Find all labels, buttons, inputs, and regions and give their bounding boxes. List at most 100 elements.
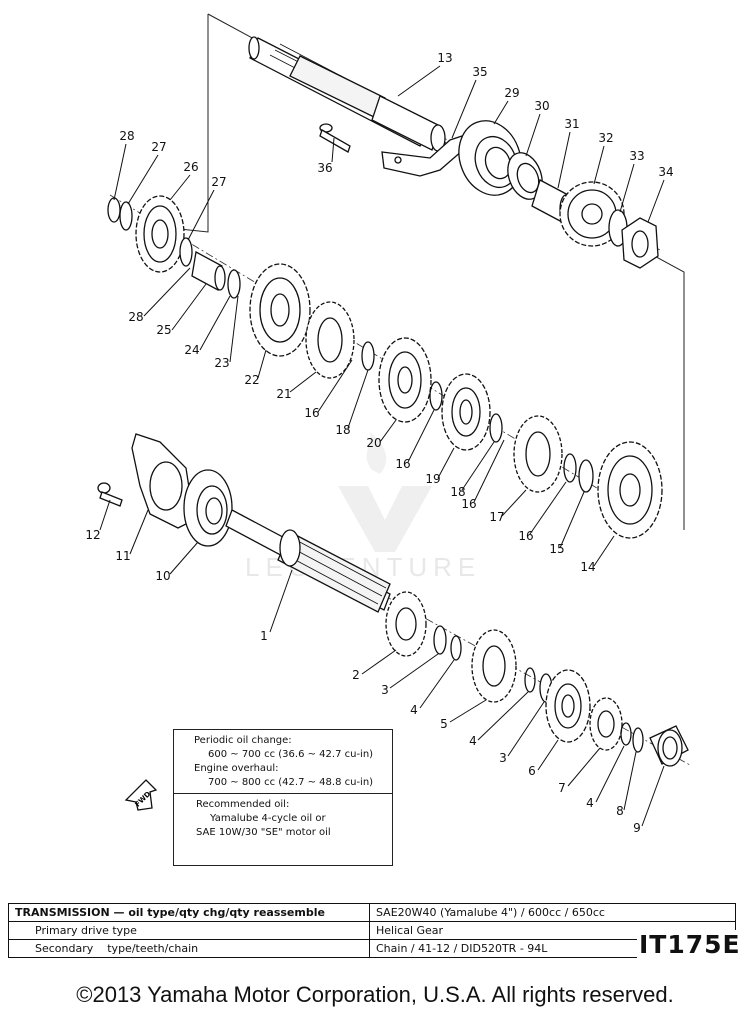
- circlip-16b: [563, 453, 577, 483]
- sprocket-32: [559, 181, 625, 247]
- callout-25: 25: [156, 323, 171, 337]
- washer-18: [361, 341, 375, 371]
- callout-9: 9: [633, 821, 641, 835]
- engine-overhaul-label: Engine overhaul:: [194, 763, 279, 774]
- callout-18: 18: [335, 423, 350, 437]
- callout-2: 2: [352, 668, 360, 682]
- fwd-arrow-icon: FWD: [124, 779, 158, 811]
- spec-label: TRANSMISSION — oil type/qty chg/qty reas…: [8, 903, 370, 922]
- bolt-36: [319, 123, 351, 153]
- callout-5: 5: [440, 717, 448, 731]
- callout-14: 14: [580, 560, 595, 574]
- callout-31: 31: [564, 117, 579, 131]
- nut-34: [621, 217, 659, 269]
- washer-24: [227, 269, 241, 299]
- circlip-4: [450, 635, 462, 661]
- callout-24: 24: [184, 343, 199, 357]
- callout-6: 6: [528, 764, 536, 778]
- callout-16: 16: [461, 497, 476, 511]
- washer-27b: [179, 237, 193, 267]
- spec-table: TRANSMISSION — oil type/qty chg/qty reas…: [8, 903, 736, 958]
- bearing-9: [649, 725, 689, 767]
- gear-17: [513, 415, 563, 493]
- bushing-25: [191, 250, 226, 292]
- main-axle-1: [225, 509, 391, 613]
- recommended-oil-section: Recommended oil: Yamalube 4-cycle oil or…: [174, 794, 392, 842]
- callout-26: 26: [183, 160, 198, 174]
- gear-6: [545, 669, 591, 743]
- callout-3: 3: [381, 683, 389, 697]
- callout-20: 20: [366, 436, 381, 450]
- callout-27: 27: [211, 175, 226, 189]
- callout-15: 15: [549, 542, 564, 556]
- circlip-4c: [620, 722, 632, 746]
- callout-21: 21: [276, 387, 291, 401]
- callout-19: 19: [425, 472, 440, 486]
- drive-axle-axis: [109, 194, 651, 521]
- callout-7: 7: [558, 781, 566, 795]
- circlip-28: [107, 197, 121, 223]
- callout-12: 12: [85, 528, 100, 542]
- callout-35: 35: [472, 65, 487, 79]
- washer-8: [632, 727, 644, 753]
- spec-row-secondary: Secondary type/teeth/chain Chain / 41-12…: [8, 939, 736, 958]
- gear-26: [135, 195, 185, 273]
- circlip-16: [429, 381, 443, 411]
- watermark-logo-icon: [338, 486, 432, 552]
- spec-value: SAE20W40 (Yamalube 4") / 600cc / 650cc: [369, 903, 736, 922]
- recommended-oil-line-1: Yamalube 4-cycle oil or: [210, 813, 326, 824]
- copyright-notice: ©2013 Yamaha Motor Corporation, U.S.A. A…: [76, 982, 674, 1007]
- callout-labels: 1335293031323334362827262728252423222116…: [85, 51, 673, 835]
- gear-21: [305, 301, 355, 379]
- callout-11: 11: [115, 549, 130, 563]
- oil-capacity-box: Periodic oil change: 600 ~ 700 cc (36.6 …: [173, 729, 393, 866]
- gear-14: [597, 441, 663, 539]
- watermark-flame-icon: [366, 432, 387, 474]
- bearing-plate-11: [131, 433, 195, 529]
- callout-28: 28: [119, 129, 134, 143]
- gear-20: [378, 337, 432, 423]
- bearing-29: [458, 120, 522, 196]
- callout-18: 18: [450, 485, 465, 499]
- bearing-10: [183, 469, 233, 547]
- callout-8: 8: [616, 804, 624, 818]
- callout-22: 22: [244, 373, 259, 387]
- recommended-oil-label: Recommended oil:: [196, 799, 290, 810]
- gear-7: [589, 697, 623, 751]
- callout-4: 4: [586, 796, 594, 810]
- spec-row-primary-drive: Primary drive type Helical Gear: [8, 921, 736, 940]
- callout-17: 17: [489, 510, 504, 524]
- assembly-outline: [169, 13, 685, 530]
- callout-10: 10: [155, 569, 170, 583]
- oil-change-section: Periodic oil change: 600 ~ 700 cc (36.6 …: [174, 730, 392, 794]
- callout-16: 16: [304, 406, 319, 420]
- callout-34: 34: [658, 165, 673, 179]
- callout-23: 23: [214, 356, 229, 370]
- drive-axle-13: [248, 36, 446, 152]
- washer-18b: [489, 413, 503, 443]
- callout-16: 16: [395, 457, 410, 471]
- callout-30: 30: [534, 99, 549, 113]
- spec-row-transmission: TRANSMISSION — oil type/qty chg/qty reas…: [8, 903, 736, 922]
- washer-3: [433, 625, 447, 655]
- gear-5: [471, 629, 517, 703]
- engine-overhaul-value: 700 ~ 800 cc (42.7 ~ 48.8 cu-in): [208, 777, 374, 788]
- periodic-oil-change-value: 600 ~ 700 cc (36.6 ~ 42.7 cu-in): [208, 749, 374, 760]
- washer-27: [119, 201, 133, 231]
- callout-29: 29: [504, 86, 519, 100]
- circlip-4b: [524, 667, 536, 693]
- callout-36: 36: [317, 161, 332, 175]
- callout-33: 33: [629, 149, 644, 163]
- gear-2: [385, 591, 427, 657]
- washer-15: [578, 459, 594, 493]
- callout-3: 3: [499, 751, 507, 765]
- exploded-transmission-diagram: LEOVENTURE: [85, 13, 691, 835]
- spec-label: Primary drive type: [8, 921, 370, 940]
- callout-16: 16: [518, 529, 533, 543]
- leader-lines: [99, 65, 665, 827]
- callout-32: 32: [598, 131, 613, 145]
- oil-seal-30: [507, 152, 543, 200]
- gear-22: [249, 263, 311, 357]
- periodic-oil-change-label: Periodic oil change:: [194, 735, 292, 746]
- recommended-oil-line-2: SAE 10W/30 "SE" motor oil: [196, 827, 331, 838]
